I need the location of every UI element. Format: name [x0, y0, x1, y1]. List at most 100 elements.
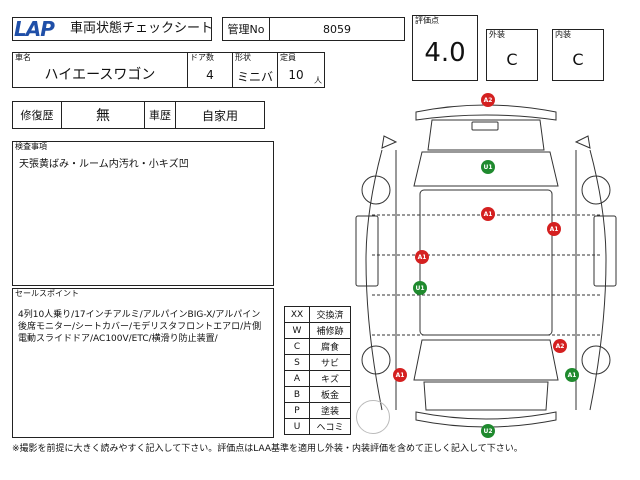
right-side-outline [589, 149, 607, 411]
damage-mark-code: A2 [484, 97, 493, 104]
damage-mark-code: A1 [418, 254, 427, 261]
title-box [12, 17, 212, 41]
sales-point-text: 4列10人乗り/17インチアルミ/アルパインBIG-X/アルパイン後席モニター/… [18, 310, 262, 344]
capacity-value: 10 [288, 68, 304, 82]
damage-mark-code: U1 [415, 285, 424, 292]
inspection-label: 検査事項 [15, 142, 47, 151]
usage-label: 車歴 [149, 109, 171, 122]
repair-label: 修復歴 [20, 109, 54, 122]
legend-code: W [284, 322, 310, 339]
legend-code: C [284, 338, 310, 355]
legend-meaning: ヘコミ [309, 418, 351, 435]
inspection-text: 天張黄ばみ・ルーム内汚れ・小キズ凹 [19, 159, 189, 170]
rear-window-outline [413, 339, 559, 381]
damage-mark: A1 [481, 207, 495, 221]
lap-logo: LAP [14, 17, 55, 41]
interior-score-value: C [572, 50, 584, 69]
control-no-label-cell: 管理No [222, 17, 270, 41]
repair-value-cell: 無 [61, 101, 145, 129]
legend-code: P [284, 402, 310, 419]
shape-cell: 形状 ミニバ [232, 52, 278, 88]
tailgate-outline [423, 381, 549, 411]
wheel-rear-right [581, 345, 611, 375]
repair-value: 無 [96, 108, 110, 124]
vehicle-name-cell: 車名 ハイエースワゴン [12, 52, 188, 88]
damage-mark: A1 [415, 250, 429, 264]
hood-outline [427, 119, 545, 151]
legend-meaning: サビ [309, 354, 351, 371]
overall-score-value: 4.0 [424, 38, 466, 68]
damage-mark-code: A1 [568, 372, 577, 379]
damage-mark: A1 [393, 368, 407, 382]
legend-code: U [284, 418, 310, 435]
control-no-value: 8059 [323, 22, 351, 36]
capacity-cell: 定員 10 人 [277, 52, 325, 88]
windshield-outline [413, 151, 559, 187]
exterior-score-box: 外装 C [486, 29, 538, 81]
wheel-front-right [581, 175, 611, 205]
damage-mark-code: A2 [556, 343, 565, 350]
legend-code: A [284, 370, 310, 387]
doors-label: ドア数 [190, 53, 214, 62]
legend-code: XX [284, 306, 310, 323]
interior-score-label: 内装 [555, 30, 571, 39]
vehicle-name-value: ハイエースワゴン [44, 67, 156, 83]
capacity-unit: 人 [314, 76, 322, 85]
damage-mark-code: U2 [483, 428, 492, 435]
legend-meaning: 補修跡 [309, 322, 351, 339]
damage-mark: A2 [481, 93, 495, 107]
repair-label-cell: 修復歴 [12, 101, 62, 129]
exterior-score-value: C [506, 50, 518, 69]
usage-value: 自家用 [201, 108, 238, 123]
usage-value-cell: 自家用 [175, 101, 265, 129]
footer-note: ※撮影を前提に大きく読みやすく記入して下さい。評価点はLAA基準を適用し外装・内… [12, 444, 523, 454]
inspection-box: 検査事項 天張黄ばみ・ルーム内汚れ・小キズ凹 [12, 141, 274, 286]
damage-mark-code: A1 [396, 372, 405, 379]
overall-score-box: 評価点 4.0 [412, 15, 478, 81]
doors-cell: ドア数 4 [187, 52, 233, 88]
legend-code: S [284, 354, 310, 371]
damage-mark: U2 [481, 424, 495, 438]
legend-meaning: キズ [309, 370, 351, 387]
control-no-label: 管理No [227, 23, 265, 36]
front-bumper-outline [415, 104, 557, 121]
damage-mark: U1 [413, 281, 427, 295]
legend-meaning: 交換済 [309, 306, 351, 323]
sales-point-box: セールスポイント 4列10人乗り/17インチアルミ/アルパインBIG-X/アルパ… [12, 288, 274, 438]
control-no-value-cell: 8059 [269, 17, 405, 41]
overall-score-label: 評価点 [415, 16, 439, 25]
shape-value: ミニバ [236, 70, 273, 84]
rear-bumper-outline [415, 411, 557, 428]
wheel-rear-left [361, 345, 391, 375]
damage-mark: A1 [547, 222, 561, 236]
damage-mark-code: A1 [484, 211, 493, 218]
capacity-label: 定員 [280, 53, 296, 62]
shape-label: 形状 [235, 53, 251, 62]
legend-meaning: 板金 [309, 386, 351, 403]
damage-mark-code: U1 [483, 164, 492, 171]
damage-mark-code: A1 [550, 226, 559, 233]
sales-point-label: セールスポイント [15, 289, 79, 298]
damage-mark: A1 [565, 368, 579, 382]
legend-meaning: 腐食 [309, 338, 351, 355]
left-side-outline [365, 149, 383, 411]
exterior-score-label: 外装 [489, 30, 505, 39]
legend-code: B [284, 386, 310, 403]
legend-meaning: 塗装 [309, 402, 351, 419]
damage-mark: A2 [553, 339, 567, 353]
damage-mark: U1 [481, 160, 495, 174]
vehicle-name-label: 車名 [15, 53, 31, 62]
wheel-front-left [361, 175, 391, 205]
interior-score-box: 内装 C [552, 29, 604, 81]
sheet-title: 車両状態チェックシート [70, 21, 214, 36]
